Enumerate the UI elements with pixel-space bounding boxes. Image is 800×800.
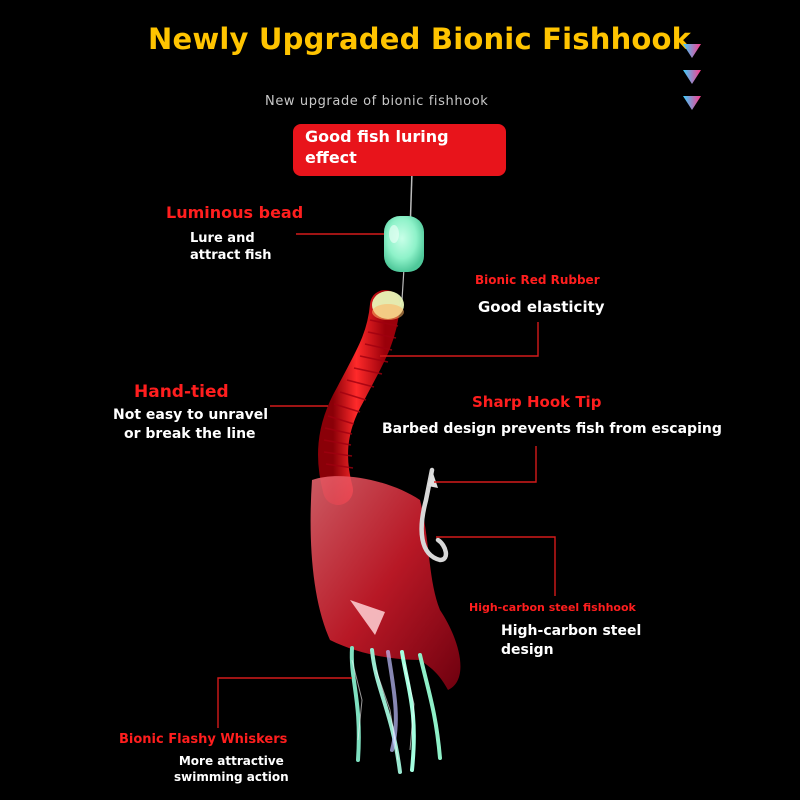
triangle-down-icon	[683, 96, 701, 110]
flashy-whiskers	[349, 646, 442, 774]
triangle-down-icon	[683, 70, 701, 84]
rubber-skirt	[310, 476, 461, 690]
steel-hook-desc-line1: High-carbon steel	[501, 623, 642, 639]
fish-luring-badge: Good fish luring effect	[293, 124, 506, 176]
hand-tied-desc: Not easy to unravel or break the line	[113, 406, 268, 444]
hand-tied-desc-line1: Not easy to unravel	[113, 407, 269, 423]
steel-hook	[419, 467, 449, 563]
hook-tip-title: Sharp Hook Tip	[472, 393, 602, 411]
page-subtitle: New upgrade of bionic fishhook	[265, 94, 489, 109]
badge-line-1: Good fish luring	[305, 127, 449, 146]
page-title: Newly Upgraded Bionic Fishhook	[148, 22, 692, 56]
whiskers-desc: More attractive swimming action	[174, 753, 289, 785]
badge-line-2: effect	[305, 148, 357, 167]
hook-tip-desc: Barbed design prevents fish from escapin…	[382, 421, 722, 437]
luminous-bead-desc: Lure and attract fish	[190, 230, 271, 264]
steel-hook-title: High-carbon steel fishhook	[469, 601, 636, 614]
steel-hook-desc-line2: design	[501, 642, 554, 658]
steel-hook-desc: High-carbon steel design	[501, 622, 641, 660]
triangle-down-icon	[683, 44, 701, 58]
luminous-bead-desc-line1: Lure and	[190, 231, 255, 246]
whiskers-title: Bionic Flashy Whiskers	[119, 732, 288, 747]
hand-tied-title: Hand-tied	[134, 382, 229, 402]
luminous-bead	[384, 216, 424, 272]
red-rubber-title: Bionic Red Rubber	[475, 273, 600, 287]
whiskers-desc-line2: swimming action	[174, 770, 289, 784]
red-rubber-desc: Good elasticity	[478, 298, 605, 316]
whiskers-desc-line1: More attractive	[178, 754, 284, 768]
luminous-bead-desc-line2: attract fish	[190, 248, 272, 263]
luminous-bead-title: Luminous bead	[166, 203, 304, 222]
callout-lines	[217, 233, 556, 728]
hand-tied-desc-line2: or break the line	[124, 426, 256, 442]
